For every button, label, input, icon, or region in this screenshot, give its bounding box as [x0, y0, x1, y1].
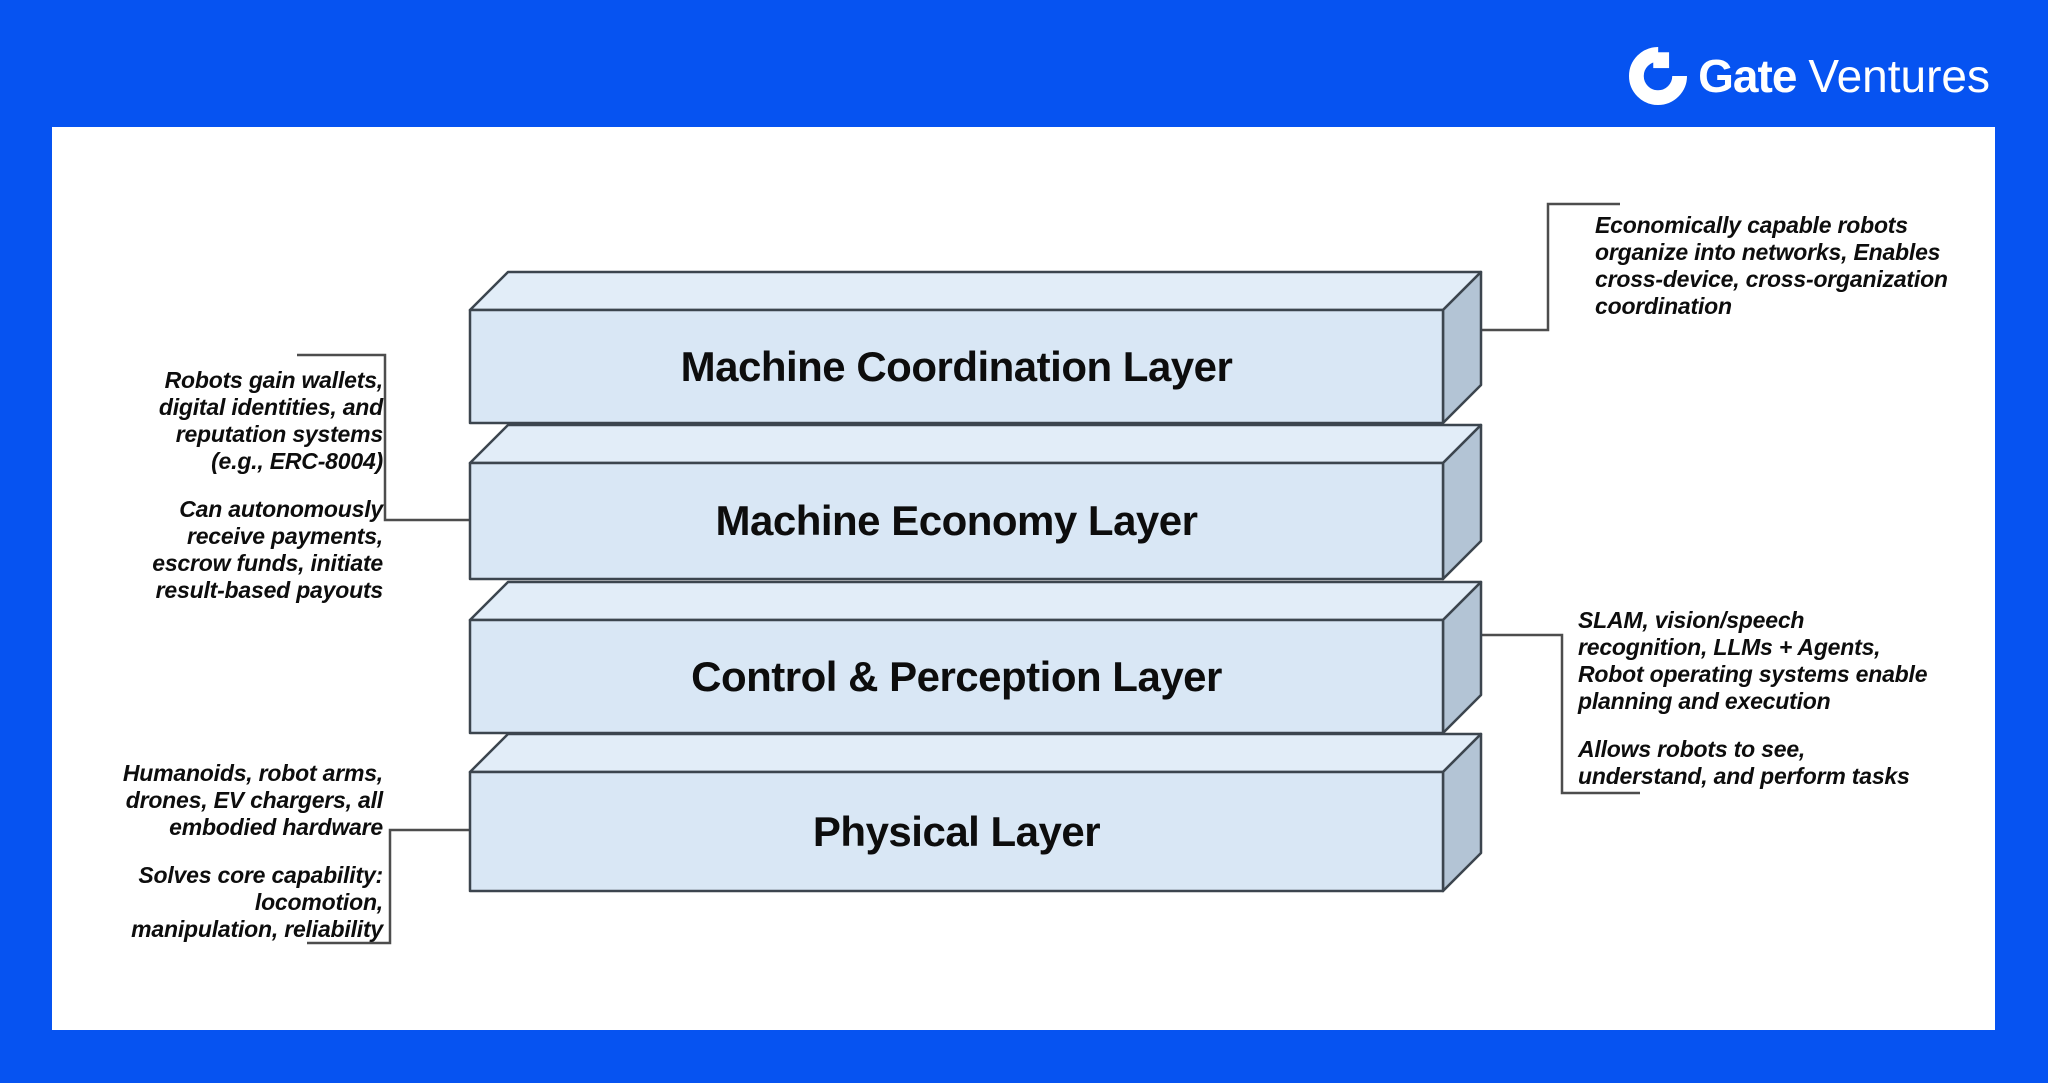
machine-coordination-front-face — [468, 308, 1445, 425]
connector-control-perception — [1482, 633, 1640, 795]
annotation-machine-economy: Robots gain wallets, digital identities,… — [53, 367, 383, 604]
connector-lines — [297, 202, 1640, 945]
control-perception-top-face — [468, 580, 1483, 622]
annotation-physical-p2: Solves core capability: locomotion, mani… — [131, 862, 383, 942]
layer-box-physical — [468, 732, 1483, 893]
gate-logo-icon — [1629, 47, 1688, 105]
annotation-machine-economy-p1: Robots gain wallets, digital identities,… — [158, 367, 383, 474]
connector-machine-coordination — [1482, 202, 1620, 332]
connector-physical — [307, 828, 469, 945]
brand-suffix: Ventures — [1808, 50, 1990, 102]
brand-logo: Gate Ventures — [1629, 44, 1990, 108]
layer-box-machine-economy — [468, 423, 1483, 581]
annotation-physical-p1: Humanoids, robot arms, drones, EV charge… — [122, 760, 383, 840]
annotation-machine-coordination: Economically capable robots organize int… — [1595, 212, 2035, 320]
layer-label-control-perception: Control & Perception Layer — [691, 652, 1222, 700]
machine-economy-top-face — [468, 423, 1483, 465]
physical-top-face — [468, 732, 1483, 774]
annotation-control-perception-p1: SLAM, vision/speech recognition, LLMs + … — [1578, 607, 1928, 714]
annotation-machine-coordination-p1: Economically capable robots organize int… — [1595, 212, 1948, 319]
layer-label-machine-economy: Machine Economy Layer — [715, 497, 1199, 544]
layer-label-machine-coordination: Machine Coordination Layer — [680, 342, 1233, 390]
annotation-control-perception-p2: Allows robots to see, understand, and pe… — [1578, 736, 1910, 789]
annotation-machine-economy-p2: Can autonomously receive payments, escro… — [152, 496, 383, 603]
physical-front-face — [468, 770, 1445, 893]
annotation-physical: Humanoids, robot arms, drones, EV charge… — [53, 760, 383, 943]
connector-machine-economy — [297, 353, 469, 522]
layer-label-physical: Physical Layer — [812, 807, 1101, 855]
layer-box-control-perception — [468, 580, 1483, 735]
brand-name: Gate — [1698, 50, 1797, 102]
layer-box-machine-coordination — [468, 270, 1483, 425]
machine-coordination-top-face — [468, 270, 1483, 312]
annotation-control-perception: SLAM, vision/speech recognition, LLMs + … — [1578, 607, 2028, 790]
machine-economy-front-face — [468, 461, 1445, 581]
